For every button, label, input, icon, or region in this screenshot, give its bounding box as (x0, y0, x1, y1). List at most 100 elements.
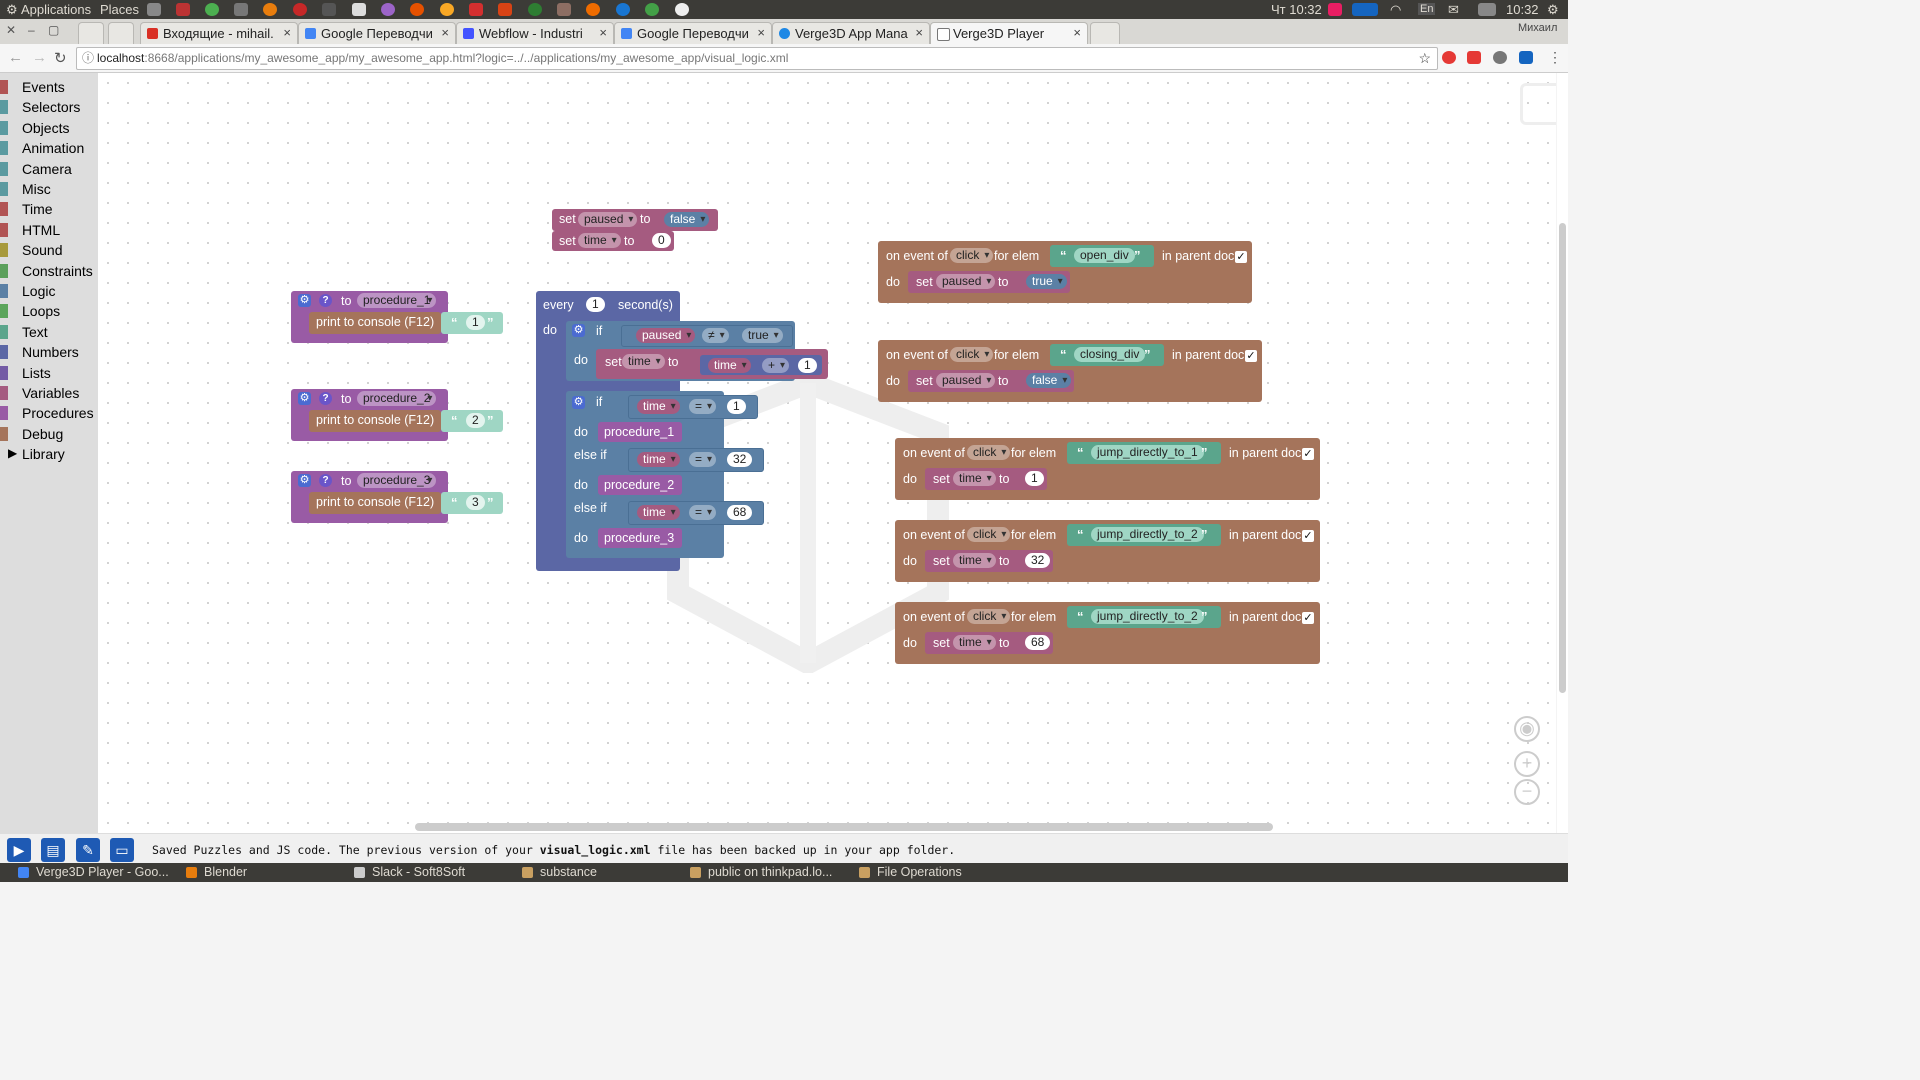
event-type-dropdown[interactable]: click (967, 609, 1011, 624)
var-dropdown[interactable]: paused (936, 274, 996, 289)
value-field[interactable]: open_div (1074, 248, 1135, 263)
opera-extension-icon[interactable] (1442, 51, 1456, 64)
sidebar-item-events[interactable]: Events (0, 77, 98, 97)
sidebar-item-loops[interactable]: Loops (0, 301, 98, 321)
info-icon[interactable]: ⓘ (82, 51, 95, 65)
tab-close-icon[interactable]: × (283, 25, 291, 40)
chrome-icon[interactable] (205, 3, 219, 16)
bool-dropdown[interactable]: true (1026, 274, 1067, 289)
number-field[interactable]: 1 (586, 297, 605, 312)
app-brown-icon[interactable] (557, 3, 571, 16)
blender-icon[interactable] (263, 3, 277, 16)
zoom-out-icon[interactable]: − (1514, 779, 1540, 805)
places-menu[interactable]: Places (100, 2, 140, 17)
app-s2-icon[interactable] (469, 3, 483, 16)
help-icon[interactable]: ? (319, 392, 332, 405)
window-minimize-icon[interactable]: – (28, 23, 35, 37)
help-icon[interactable]: ? (319, 294, 332, 307)
extension-icon[interactable] (1493, 51, 1507, 64)
sidebar-item-selectors[interactable]: Selectors (0, 97, 98, 117)
workspace-vertical-scrollbar[interactable] (1557, 73, 1568, 833)
var-dropdown[interactable]: time (953, 553, 996, 568)
app-s3-icon[interactable] (498, 3, 512, 16)
app-red-icon[interactable] (293, 3, 307, 16)
var-dropdown[interactable]: time (637, 452, 680, 467)
print-console-block[interactable]: print to console (F12) (309, 312, 441, 334)
value-field[interactable]: jump_directly_to_2 (1091, 527, 1204, 542)
sidebar-item-text[interactable]: Text (0, 322, 98, 342)
number-field[interactable]: 68 (1025, 635, 1051, 650)
text-block[interactable]: “closing_div” (1050, 344, 1164, 366)
app-github-icon[interactable] (675, 3, 689, 16)
gear-icon[interactable]: ⚙ (572, 324, 585, 337)
gear-icon[interactable]: ⚙ (298, 294, 311, 307)
bool-dropdown[interactable]: false (1026, 373, 1072, 388)
app-purple-icon[interactable] (381, 3, 395, 16)
app-blue-icon[interactable] (616, 3, 630, 16)
event-open-div-block[interactable]: on event of click for elem “open_div” in… (878, 241, 1252, 303)
procedure-1-definition[interactable]: ⚙ ? to procedure_1 print to console (F12… (291, 291, 503, 343)
operator-dropdown[interactable]: = (689, 452, 717, 467)
run-play-icon[interactable]: ▶ (7, 838, 31, 862)
text-block[interactable]: “3” (441, 492, 503, 514)
app-globe-icon[interactable] (528, 3, 542, 16)
sidebar-item-constraints[interactable]: Constraints (0, 261, 98, 281)
sidebar-item-lists[interactable]: Lists (0, 363, 98, 383)
zoom-reset-icon[interactable]: ◉ (1514, 716, 1540, 742)
number-field[interactable]: 1 (1025, 471, 1044, 486)
number-field[interactable]: 1 (798, 358, 817, 373)
var-dropdown[interactable]: time (637, 399, 680, 414)
var-dropdown[interactable]: time (708, 358, 751, 373)
tab-close-icon[interactable]: × (441, 25, 449, 40)
text-block[interactable]: “1” (441, 312, 503, 334)
parent-doc-checkbox[interactable]: ✓ (1235, 251, 1247, 263)
sidebar-item-procedures[interactable]: Procedures (0, 403, 98, 423)
text-block[interactable]: “jump_directly_to_2” (1067, 524, 1221, 546)
forward-icon[interactable]: → (32, 49, 47, 66)
calculator-icon[interactable] (147, 3, 161, 16)
operator-dropdown[interactable]: + (762, 358, 790, 373)
event-jump-to-2-block[interactable]: on event of click for elem “jump_directl… (895, 520, 1320, 582)
event-type-dropdown[interactable]: click (950, 248, 994, 263)
wifi-icon[interactable]: ◠ (1390, 2, 1402, 17)
event-type-dropdown[interactable]: click (967, 527, 1011, 542)
tab-close-icon[interactable]: × (1073, 25, 1081, 40)
call-procedure-1-block[interactable]: procedure_1 (598, 422, 682, 442)
call-procedure-3-block[interactable]: procedure_3 (598, 528, 682, 548)
pinned-tab-translate[interactable] (78, 22, 104, 45)
set-time-1-block[interactable]: set time to 1 (925, 468, 1047, 490)
notification-icon[interactable] (1328, 3, 1342, 16)
print-console-block[interactable]: print to console (F12) (309, 492, 441, 514)
applications-menu[interactable]: Applications (21, 2, 92, 17)
keyboard-layout[interactable]: En (1418, 3, 1436, 15)
sidebar-item-objects[interactable]: Objects (0, 118, 98, 138)
app-s-icon[interactable] (176, 3, 190, 16)
app-icon[interactable] (234, 3, 248, 16)
menu-kebab-icon[interactable]: ⋮ (1548, 49, 1562, 65)
settings-gear-icon[interactable]: ⚙ (1547, 2, 1559, 17)
compare-block[interactable]: paused ≠ true (621, 325, 793, 347)
back-icon[interactable]: ← (8, 49, 23, 66)
parent-doc-checkbox[interactable]: ✓ (1245, 350, 1257, 362)
math-add-block[interactable]: time + 1 (700, 355, 822, 375)
sidebar-item-animation[interactable]: Animation (0, 138, 98, 158)
bool-dropdown[interactable]: false (664, 212, 710, 227)
text-block[interactable]: “jump_directly_to_2” (1067, 606, 1221, 628)
compare-time-1-block[interactable]: time = 1 (628, 395, 758, 419)
event-type-dropdown[interactable]: click (967, 445, 1011, 460)
new-tab-button[interactable] (1090, 22, 1120, 45)
number-field[interactable]: 32 (727, 452, 753, 467)
app-yellow-icon[interactable] (440, 3, 454, 16)
event-type-dropdown[interactable]: click (950, 347, 994, 362)
mail-icon[interactable]: ✉ (1448, 2, 1459, 17)
word-extension-icon[interactable] (1519, 51, 1533, 64)
adblock-icon[interactable] (1467, 51, 1481, 64)
app-white-icon[interactable] (352, 3, 366, 16)
set-paused-block[interactable]: set paused to false (552, 209, 718, 231)
url-input[interactable]: ⓘ localhost:8668/applications/my_awesome… (76, 47, 1438, 70)
fullscreen-icon[interactable] (1520, 83, 1556, 125)
var-dropdown[interactable]: time (953, 635, 996, 650)
value-field[interactable]: 1 (466, 315, 485, 330)
parent-doc-checkbox[interactable]: ✓ (1302, 530, 1314, 542)
sidebar-item-logic[interactable]: Logic (0, 281, 98, 301)
